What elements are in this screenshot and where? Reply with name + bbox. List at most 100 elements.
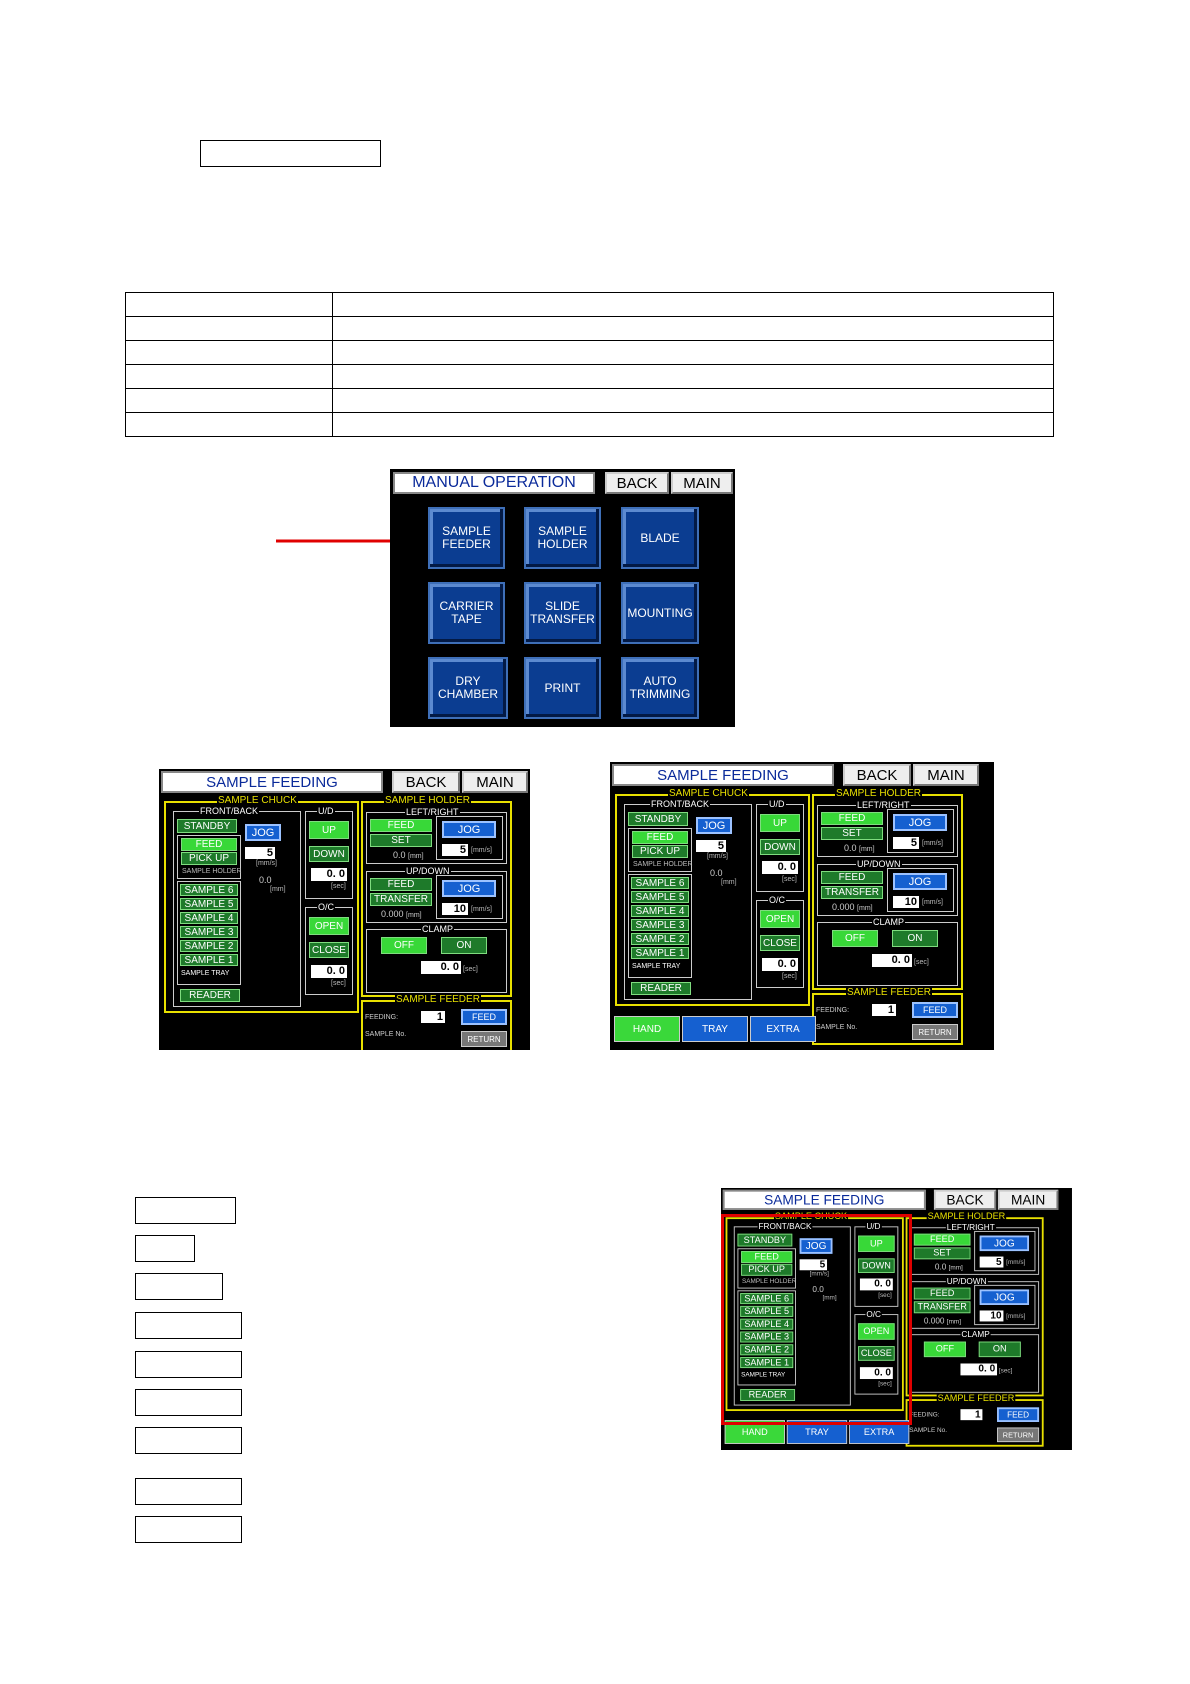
- lr-speed[interactable]: 5: [979, 1256, 1004, 1268]
- down-button[interactable]: DOWN: [858, 1258, 895, 1274]
- mounting-button[interactable]: MOUNTING: [621, 582, 699, 644]
- feeding-value[interactable]: 1: [872, 1004, 896, 1016]
- tray-tab[interactable]: TRAY: [682, 1016, 748, 1042]
- oc-time[interactable]: 0. 0: [859, 1367, 893, 1380]
- main-button[interactable]: MAIN: [462, 771, 528, 793]
- sample-2-button[interactable]: SAMPLE 2: [631, 933, 689, 945]
- set-button[interactable]: SET: [913, 1247, 971, 1260]
- open-button[interactable]: OPEN: [858, 1323, 895, 1340]
- down-button[interactable]: DOWN: [309, 846, 349, 862]
- main-button[interactable]: MAIN: [671, 472, 733, 494]
- blade-button[interactable]: BLADE: [621, 507, 699, 569]
- sample-1-button[interactable]: SAMPLE 1: [631, 947, 689, 959]
- reader-button[interactable]: READER: [631, 982, 691, 995]
- hand-tab[interactable]: HAND: [724, 1420, 785, 1444]
- chuck-jog-button[interactable]: JOG: [799, 1238, 833, 1254]
- lr-speed[interactable]: 5: [893, 837, 919, 849]
- sample-1-button[interactable]: SAMPLE 1: [180, 954, 238, 966]
- chuck-jog-speed[interactable]: 5: [799, 1259, 828, 1271]
- sample-2-button[interactable]: SAMPLE 2: [740, 1344, 794, 1356]
- reader-button[interactable]: READER: [180, 989, 240, 1002]
- close-button[interactable]: CLOSE: [309, 942, 349, 958]
- lr-speed[interactable]: 5: [442, 844, 468, 856]
- open-button[interactable]: OPEN: [760, 910, 800, 928]
- sample-3-button[interactable]: SAMPLE 3: [631, 919, 689, 931]
- extra-tab[interactable]: EXTRA: [848, 1420, 910, 1444]
- pick-up-button[interactable]: PICK UP: [181, 852, 237, 865]
- lr-jog-button[interactable]: JOG: [442, 821, 496, 838]
- holder-feed-button[interactable]: FEED: [821, 812, 883, 825]
- set-button[interactable]: SET: [821, 827, 883, 840]
- sample-4-button[interactable]: SAMPLE 4: [740, 1318, 794, 1330]
- holder-ud-feed-button[interactable]: FEED: [913, 1287, 971, 1300]
- feed-button[interactable]: FEED: [632, 831, 688, 844]
- clamp-off-button[interactable]: OFF: [923, 1341, 966, 1358]
- main-button[interactable]: MAIN: [913, 764, 979, 786]
- sample-3-button[interactable]: SAMPLE 3: [180, 926, 238, 938]
- hand-tab[interactable]: HAND: [614, 1016, 680, 1042]
- pick-up-button[interactable]: PICK UP: [741, 1263, 793, 1276]
- chuck-jog-speed[interactable]: 5: [245, 847, 275, 859]
- chuck-jog-speed[interactable]: 5: [696, 840, 726, 852]
- return-button[interactable]: RETURN: [912, 1024, 958, 1040]
- sample-3-button[interactable]: SAMPLE 3: [740, 1331, 794, 1343]
- sample-5-button[interactable]: SAMPLE 5: [180, 898, 238, 910]
- ud-jog-button[interactable]: JOG: [893, 873, 947, 890]
- tray-tab[interactable]: TRAY: [786, 1420, 848, 1444]
- sample-2-button[interactable]: SAMPLE 2: [180, 940, 238, 952]
- clamp-on-button[interactable]: ON: [892, 930, 938, 947]
- ud-time[interactable]: 0. 0: [859, 1278, 893, 1291]
- clamp-off-button[interactable]: OFF: [832, 930, 878, 947]
- clamp-on-button[interactable]: ON: [978, 1341, 1021, 1358]
- transfer-button[interactable]: TRANSFER: [821, 886, 883, 899]
- clamp-time[interactable]: 0. 0: [960, 1363, 998, 1376]
- sample-6-button[interactable]: SAMPLE 6: [740, 1293, 794, 1305]
- oc-time[interactable]: 0. 0: [762, 958, 798, 971]
- holder-ud-feed-button[interactable]: FEED: [821, 871, 883, 884]
- sample-6-button[interactable]: SAMPLE 6: [180, 884, 238, 896]
- main-button[interactable]: MAIN: [997, 1189, 1059, 1210]
- close-button[interactable]: CLOSE: [858, 1346, 895, 1361]
- standby-button[interactable]: STANDBY: [737, 1233, 793, 1247]
- sample-6-button[interactable]: SAMPLE 6: [631, 877, 689, 889]
- ud-speed[interactable]: 10: [979, 1310, 1004, 1322]
- open-button[interactable]: OPEN: [309, 917, 349, 935]
- chuck-jog-button[interactable]: JOG: [245, 824, 281, 841]
- clamp-on-button[interactable]: ON: [441, 937, 487, 954]
- up-button[interactable]: UP: [309, 821, 349, 839]
- clamp-time[interactable]: 0. 0: [421, 961, 461, 974]
- feeder-feed-button[interactable]: FEED: [912, 1002, 958, 1018]
- clamp-off-button[interactable]: OFF: [381, 937, 427, 954]
- standby-button[interactable]: STANDBY: [628, 812, 688, 826]
- back-button[interactable]: BACK: [843, 764, 911, 786]
- sample-5-button[interactable]: SAMPLE 5: [631, 891, 689, 903]
- return-button[interactable]: RETURN: [997, 1427, 1040, 1443]
- ud-time[interactable]: 0. 0: [762, 861, 798, 874]
- transfer-button[interactable]: TRANSFER: [913, 1301, 971, 1314]
- up-button[interactable]: UP: [760, 814, 800, 832]
- feed-button[interactable]: FEED: [181, 838, 237, 851]
- ud-time[interactable]: 0. 0: [311, 868, 347, 881]
- transfer-button[interactable]: TRANSFER: [370, 893, 432, 906]
- standby-button[interactable]: STANDBY: [177, 819, 237, 833]
- sample-5-button[interactable]: SAMPLE 5: [740, 1305, 794, 1317]
- back-button[interactable]: BACK: [933, 1189, 997, 1210]
- clamp-time[interactable]: 0. 0: [872, 954, 912, 967]
- feeding-value[interactable]: 1: [960, 1409, 983, 1421]
- holder-feed-button[interactable]: FEED: [370, 819, 432, 832]
- up-button[interactable]: UP: [858, 1235, 895, 1252]
- ud-jog-button[interactable]: JOG: [979, 1289, 1030, 1305]
- pick-up-button[interactable]: PICK UP: [632, 845, 688, 858]
- back-button[interactable]: BACK: [392, 771, 460, 793]
- feeder-feed-button[interactable]: FEED: [997, 1407, 1040, 1422]
- ud-speed[interactable]: 10: [442, 903, 468, 915]
- holder-feed-button[interactable]: FEED: [913, 1233, 971, 1246]
- down-button[interactable]: DOWN: [760, 839, 800, 855]
- feeder-feed-button[interactable]: FEED: [461, 1009, 507, 1025]
- feed-button[interactable]: FEED: [741, 1251, 793, 1263]
